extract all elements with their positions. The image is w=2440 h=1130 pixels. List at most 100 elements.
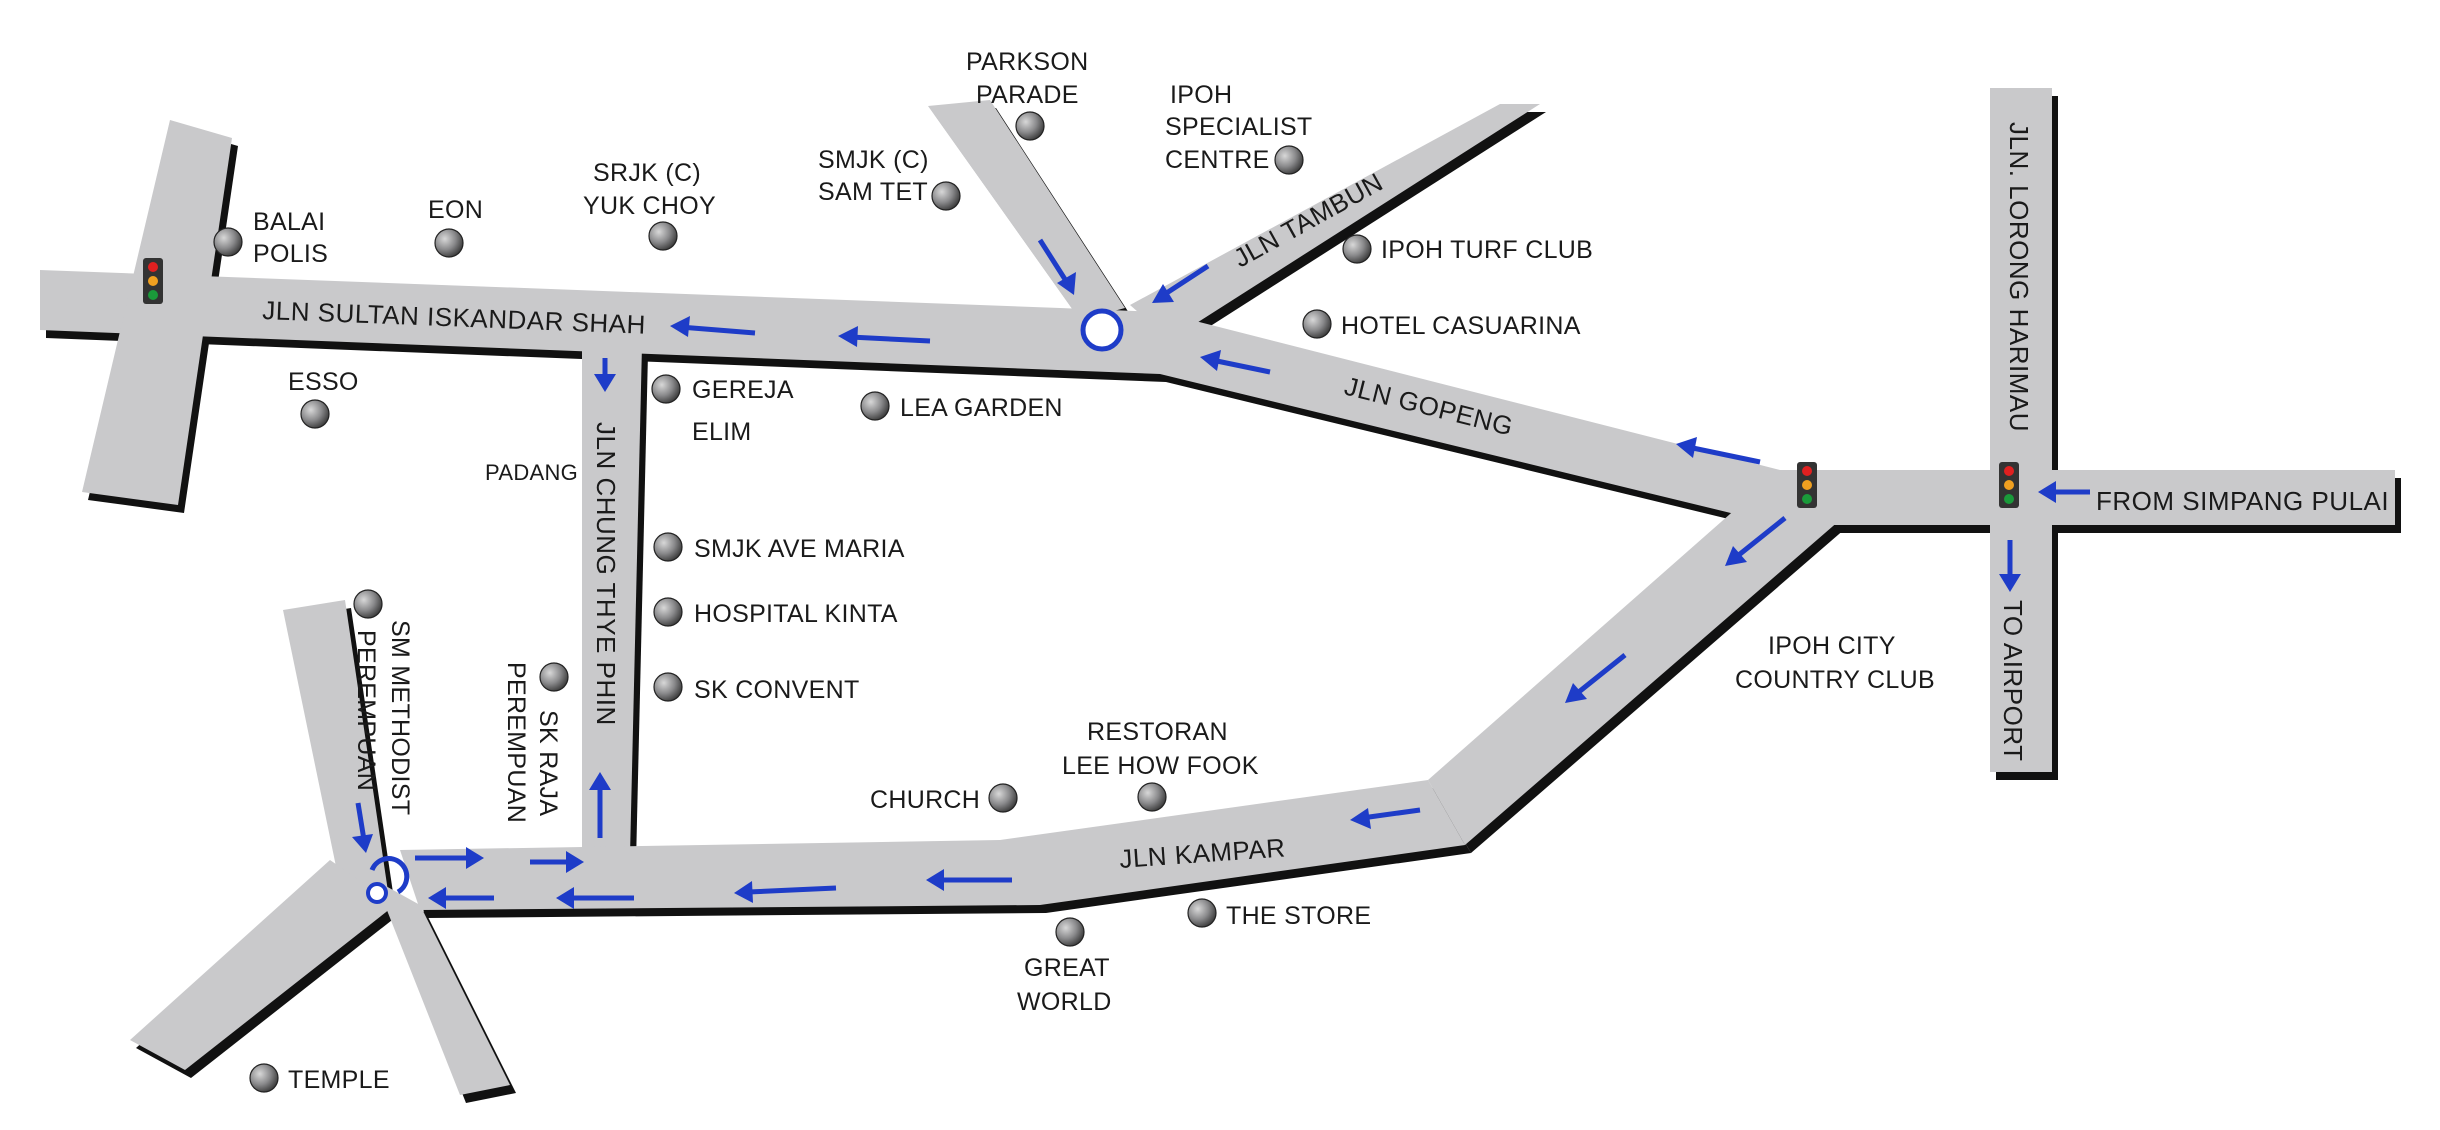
arrow-icon — [1725, 516, 1787, 566]
road-jln-kampar — [400, 780, 1465, 910]
arrow-icon — [1676, 437, 1761, 465]
arrow-icon — [594, 358, 616, 392]
label-sam-tet-1: SMJK (C) — [818, 146, 929, 174]
label-sam-tet-2: SAM TET — [818, 178, 928, 206]
traffic-light-icon — [143, 258, 163, 304]
label-yuk-choy-2: YUK CHOY — [583, 192, 716, 220]
landmark-marker-methodist — [353, 589, 383, 619]
landmark-marker-specialist — [1274, 145, 1304, 175]
landmark-labels: BALAI POLIS EON SRJK (C) YUK CHOY SMJK (… — [253, 48, 1935, 1094]
roundabout-gopeng — [1080, 308, 1124, 352]
road-parkson-branch — [928, 100, 1125, 320]
road-jln-chung-thye-phin — [582, 345, 642, 855]
landmark-marker-the-store — [1187, 898, 1217, 928]
label-methodist-2: PEREMPUAN — [352, 630, 380, 791]
landmark-marker-eon — [434, 228, 464, 258]
road-jln-tambun — [1130, 104, 1540, 340]
road-label-chung-thye-phin: JLN CHUNG THYE PHIN — [591, 422, 621, 726]
label-sk-raja-1: SK RAJA — [534, 710, 562, 816]
landmark-marker-church — [988, 783, 1018, 813]
arrow-icon — [1152, 263, 1210, 303]
road-south-branch — [375, 880, 510, 1095]
label-turf-club: IPOH TURF CLUB — [1381, 236, 1593, 264]
arrow-icon — [670, 316, 756, 337]
arrow-icon — [428, 887, 494, 909]
landmark-marker-sam-tet — [931, 181, 961, 211]
arrow-icon — [352, 802, 373, 853]
arrow-icon — [530, 851, 584, 873]
arrow-icon — [2038, 481, 2090, 503]
road-temple-branch — [130, 860, 395, 1070]
label-parkson-1: PARKSON — [966, 48, 1089, 76]
landmark-markers — [213, 111, 1372, 1093]
arrow-icon — [556, 887, 634, 909]
label-padang: PADANG — [485, 460, 578, 485]
arrow-icon — [1999, 540, 2021, 592]
label-methodist-1: SM METHODIST — [386, 620, 414, 815]
label-ave-maria: SMJK AVE MARIA — [694, 535, 905, 563]
label-eon: EON — [428, 196, 483, 224]
road-network — [40, 88, 2395, 1095]
landmark-marker-sk-convent — [653, 672, 683, 702]
landmark-marker-temple — [249, 1063, 279, 1093]
label-country-club-1: IPOH CITY — [1768, 632, 1896, 660]
road-jln-lorong-harimau — [1990, 88, 2052, 772]
arrow-icon — [1350, 807, 1421, 829]
label-gereja-elim-1: GEREJA — [692, 376, 794, 404]
label-lea-garden: LEA GARDEN — [900, 394, 1063, 422]
label-lee-how-fook-2: LEE HOW FOOK — [1062, 752, 1259, 780]
label-balai-polis-2: POLIS — [253, 240, 328, 268]
road-label-lorong-harimau: JLN. LORONG HARIMAU — [2004, 122, 2034, 432]
landmark-marker-gereja-elim — [651, 374, 681, 404]
label-great-world-2: WORLD — [1017, 988, 1112, 1016]
label-country-club-2: COUNTRY CLUB — [1735, 666, 1935, 694]
label-specialist-1: IPOH — [1170, 81, 1232, 109]
label-yuk-choy-1: SRJK (C) — [593, 159, 701, 187]
road-label-to-airport: TO AIRPORT — [1998, 600, 2028, 762]
arrow-icon — [1200, 350, 1271, 375]
landmark-marker-sk-raja — [539, 662, 569, 692]
landmark-marker-ave-maria — [653, 532, 683, 562]
label-temple: TEMPLE — [288, 1066, 390, 1094]
landmark-marker-lee-how-fook — [1137, 782, 1167, 812]
landmark-marker-esso — [300, 399, 330, 429]
landmark-marker-casuarina — [1302, 309, 1332, 339]
arrow-icon — [1037, 238, 1076, 295]
landmark-marker-lea-garden — [860, 391, 890, 421]
arrow-icon — [926, 869, 1012, 891]
landmark-marker-balai-polis — [213, 227, 243, 257]
road-left-cross — [82, 120, 232, 505]
direction-arrows — [352, 238, 2090, 909]
arrow-icon — [838, 326, 931, 347]
label-parkson-2: PARADE — [976, 81, 1079, 109]
traffic-light-icon — [1999, 462, 2019, 508]
traffic-light-icon — [1797, 462, 1817, 508]
arrow-icon — [415, 847, 484, 869]
arrow-icon — [734, 881, 837, 903]
roundabout-kampar — [366, 856, 410, 904]
arrow-icon — [589, 772, 611, 838]
label-sk-convent: SK CONVENT — [694, 676, 860, 704]
landmark-marker-hospital-kinta — [653, 597, 683, 627]
label-church: CHURCH — [870, 786, 980, 814]
label-lee-how-fook-1: RESTORAN — [1087, 718, 1228, 746]
label-esso: ESSO — [288, 368, 359, 396]
label-gereja-elim-2: ELIM — [692, 418, 752, 446]
label-sk-raja-2: PEREMPUAN — [502, 662, 530, 823]
road-label-from-simpang-pulai: FROM SIMPANG PULAI — [2096, 486, 2389, 516]
road-jln-sultan-iskandar-shah — [40, 270, 1165, 374]
landmark-marker-great-world — [1055, 917, 1085, 947]
label-specialist-3: CENTRE — [1165, 146, 1270, 174]
landmark-marker-yuk-choy — [648, 221, 678, 251]
label-the-store: THE STORE — [1226, 902, 1371, 930]
label-hospital-kinta: HOSPITAL KINTA — [694, 600, 898, 628]
label-casuarina: HOTEL CASUARINA — [1341, 312, 1581, 340]
landmark-marker-turf-club — [1342, 234, 1372, 264]
label-balai-polis-1: BALAI — [253, 208, 325, 236]
road-jln-gopeng — [1160, 312, 2395, 525]
label-specialist-2: SPECIALIST — [1165, 113, 1313, 141]
landmark-marker-parkson — [1015, 111, 1045, 141]
label-great-world-1: GREAT — [1024, 954, 1110, 982]
arrow-icon — [1565, 653, 1627, 703]
